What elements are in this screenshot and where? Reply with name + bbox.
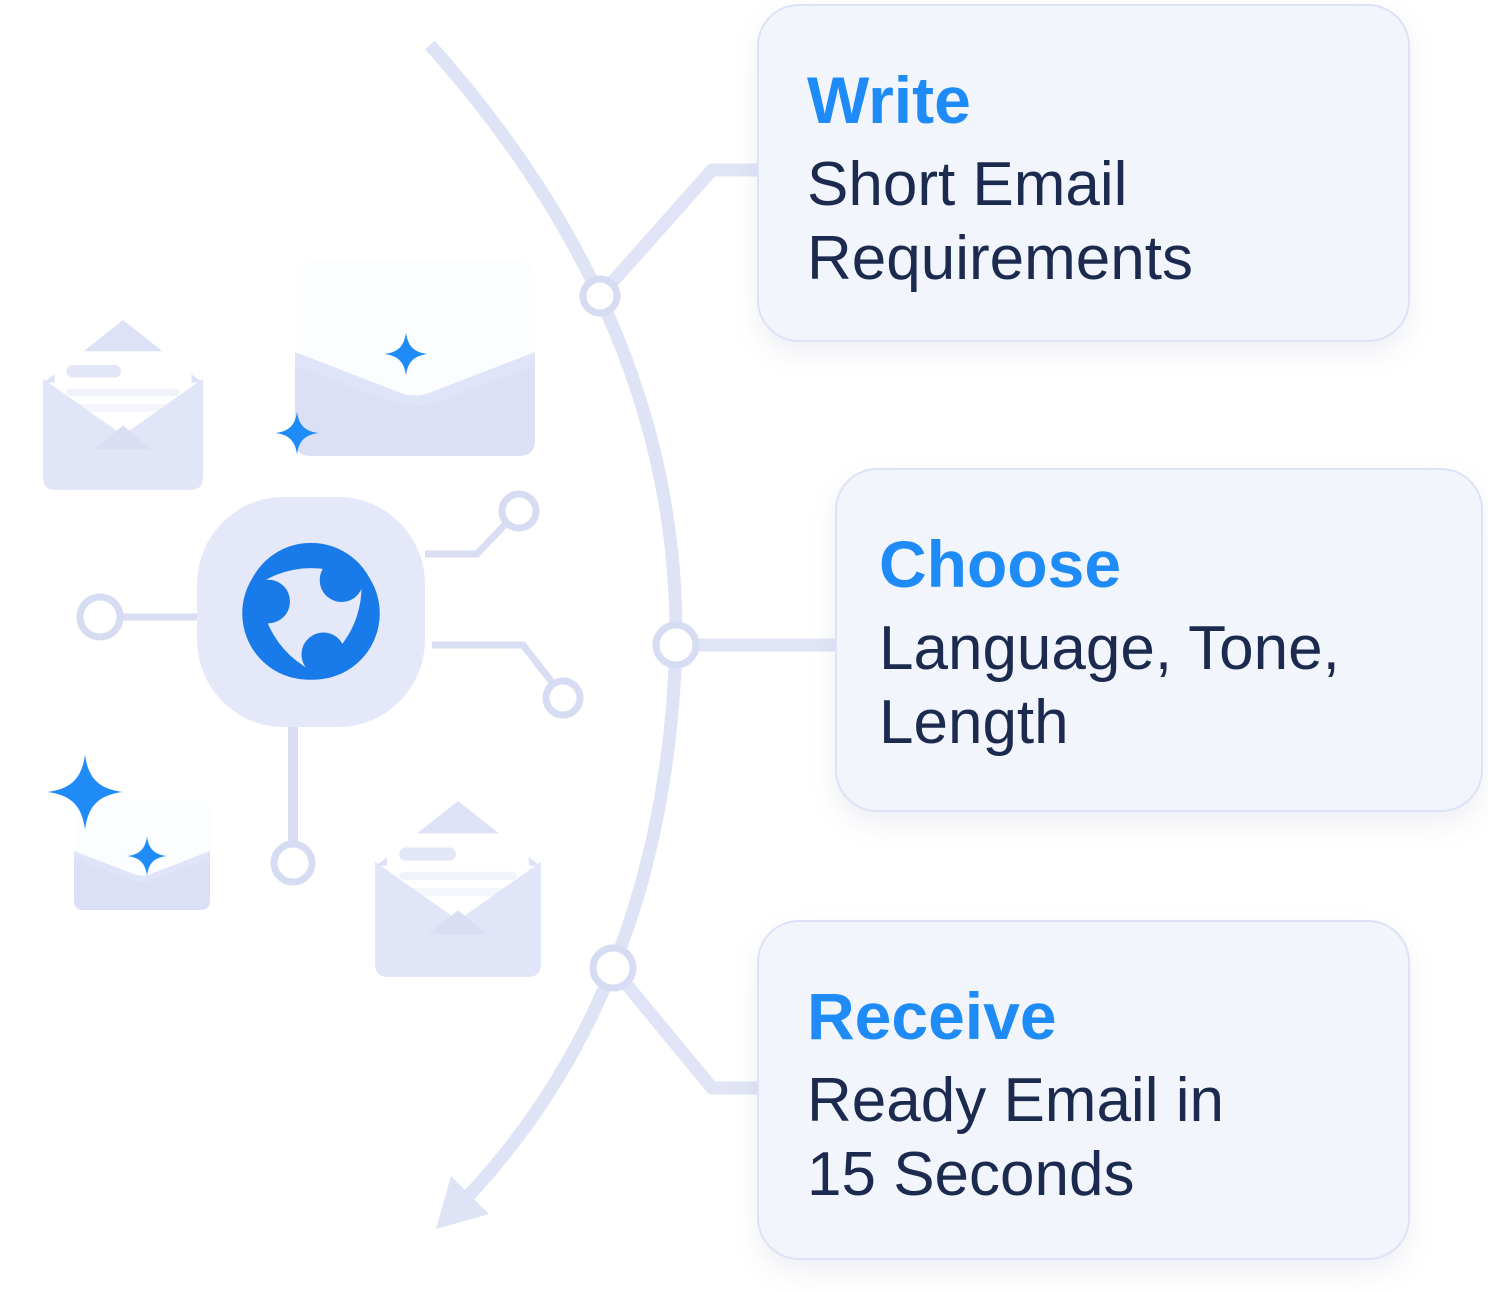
- sparkle-icon: [127, 836, 167, 876]
- letter-text-line: [66, 388, 180, 397]
- swirl-blade-right: [268, 550, 404, 703]
- envelope-pocket: [42, 378, 204, 490]
- letter-text-line: [399, 871, 517, 880]
- envelope-flap: [295, 262, 535, 396]
- letter-text-line: [66, 404, 180, 412]
- envelope-fold-peak: [94, 425, 152, 449]
- sparkle-icon: [384, 332, 428, 376]
- envelope-pocket-shading: [74, 858, 210, 910]
- app-icon-tile: [197, 497, 425, 727]
- connector-node-icon-bottomright: [542, 677, 584, 719]
- envelope-fold-peak: [428, 910, 488, 935]
- connector-to-write-card: [595, 163, 762, 301]
- flow-arrow-icon: [436, 1176, 489, 1229]
- connector-node-icon-bottom: [270, 840, 316, 886]
- connector-node-icon-choose: [652, 621, 700, 669]
- letter-text-line: [399, 888, 517, 897]
- envelope-closed-icon: [295, 262, 535, 456]
- swirl-logo-icon: [218, 542, 404, 703]
- step-description: Language, Tone,Length: [879, 612, 1445, 761]
- step-description-line: Language, Tone,: [879, 613, 1340, 683]
- step-title: Write: [807, 63, 971, 137]
- envelope-pocket-shading: [295, 366, 535, 456]
- envelope-flap: [74, 800, 210, 876]
- connector-node-icon-topright: [498, 490, 540, 532]
- step-description-line: 15 Seconds: [807, 1140, 1135, 1210]
- connector-node-icon-write: [579, 275, 621, 317]
- sparkle-icon: [275, 411, 319, 455]
- step-title: Receive: [807, 979, 1057, 1053]
- sparkle-icon: [47, 754, 123, 830]
- envelope-pocket: [375, 861, 541, 978]
- connector-node-icon-receive: [589, 944, 637, 992]
- connector-node-icon-left: [76, 593, 124, 641]
- connector-to-receive-card: [607, 963, 760, 1095]
- step-description-line: Short Email: [807, 149, 1128, 219]
- connector-bottomright-node: [432, 641, 561, 693]
- step-title: Choose: [879, 527, 1122, 601]
- letter-text-line: [399, 847, 456, 861]
- envelope-open-icon: [375, 800, 541, 978]
- step-description-line: Requirements: [807, 224, 1193, 294]
- step-card-choose: Choose Language, Tone,Length: [835, 468, 1483, 812]
- flow-arc-line: [425, 40, 683, 1220]
- connector-topright-node: [425, 513, 516, 558]
- letter-text-line: [66, 364, 122, 378]
- envelope-open-icon: [42, 320, 204, 490]
- step-description-line: Ready Email in: [807, 1065, 1224, 1135]
- step-description-line: Length: [879, 688, 1069, 758]
